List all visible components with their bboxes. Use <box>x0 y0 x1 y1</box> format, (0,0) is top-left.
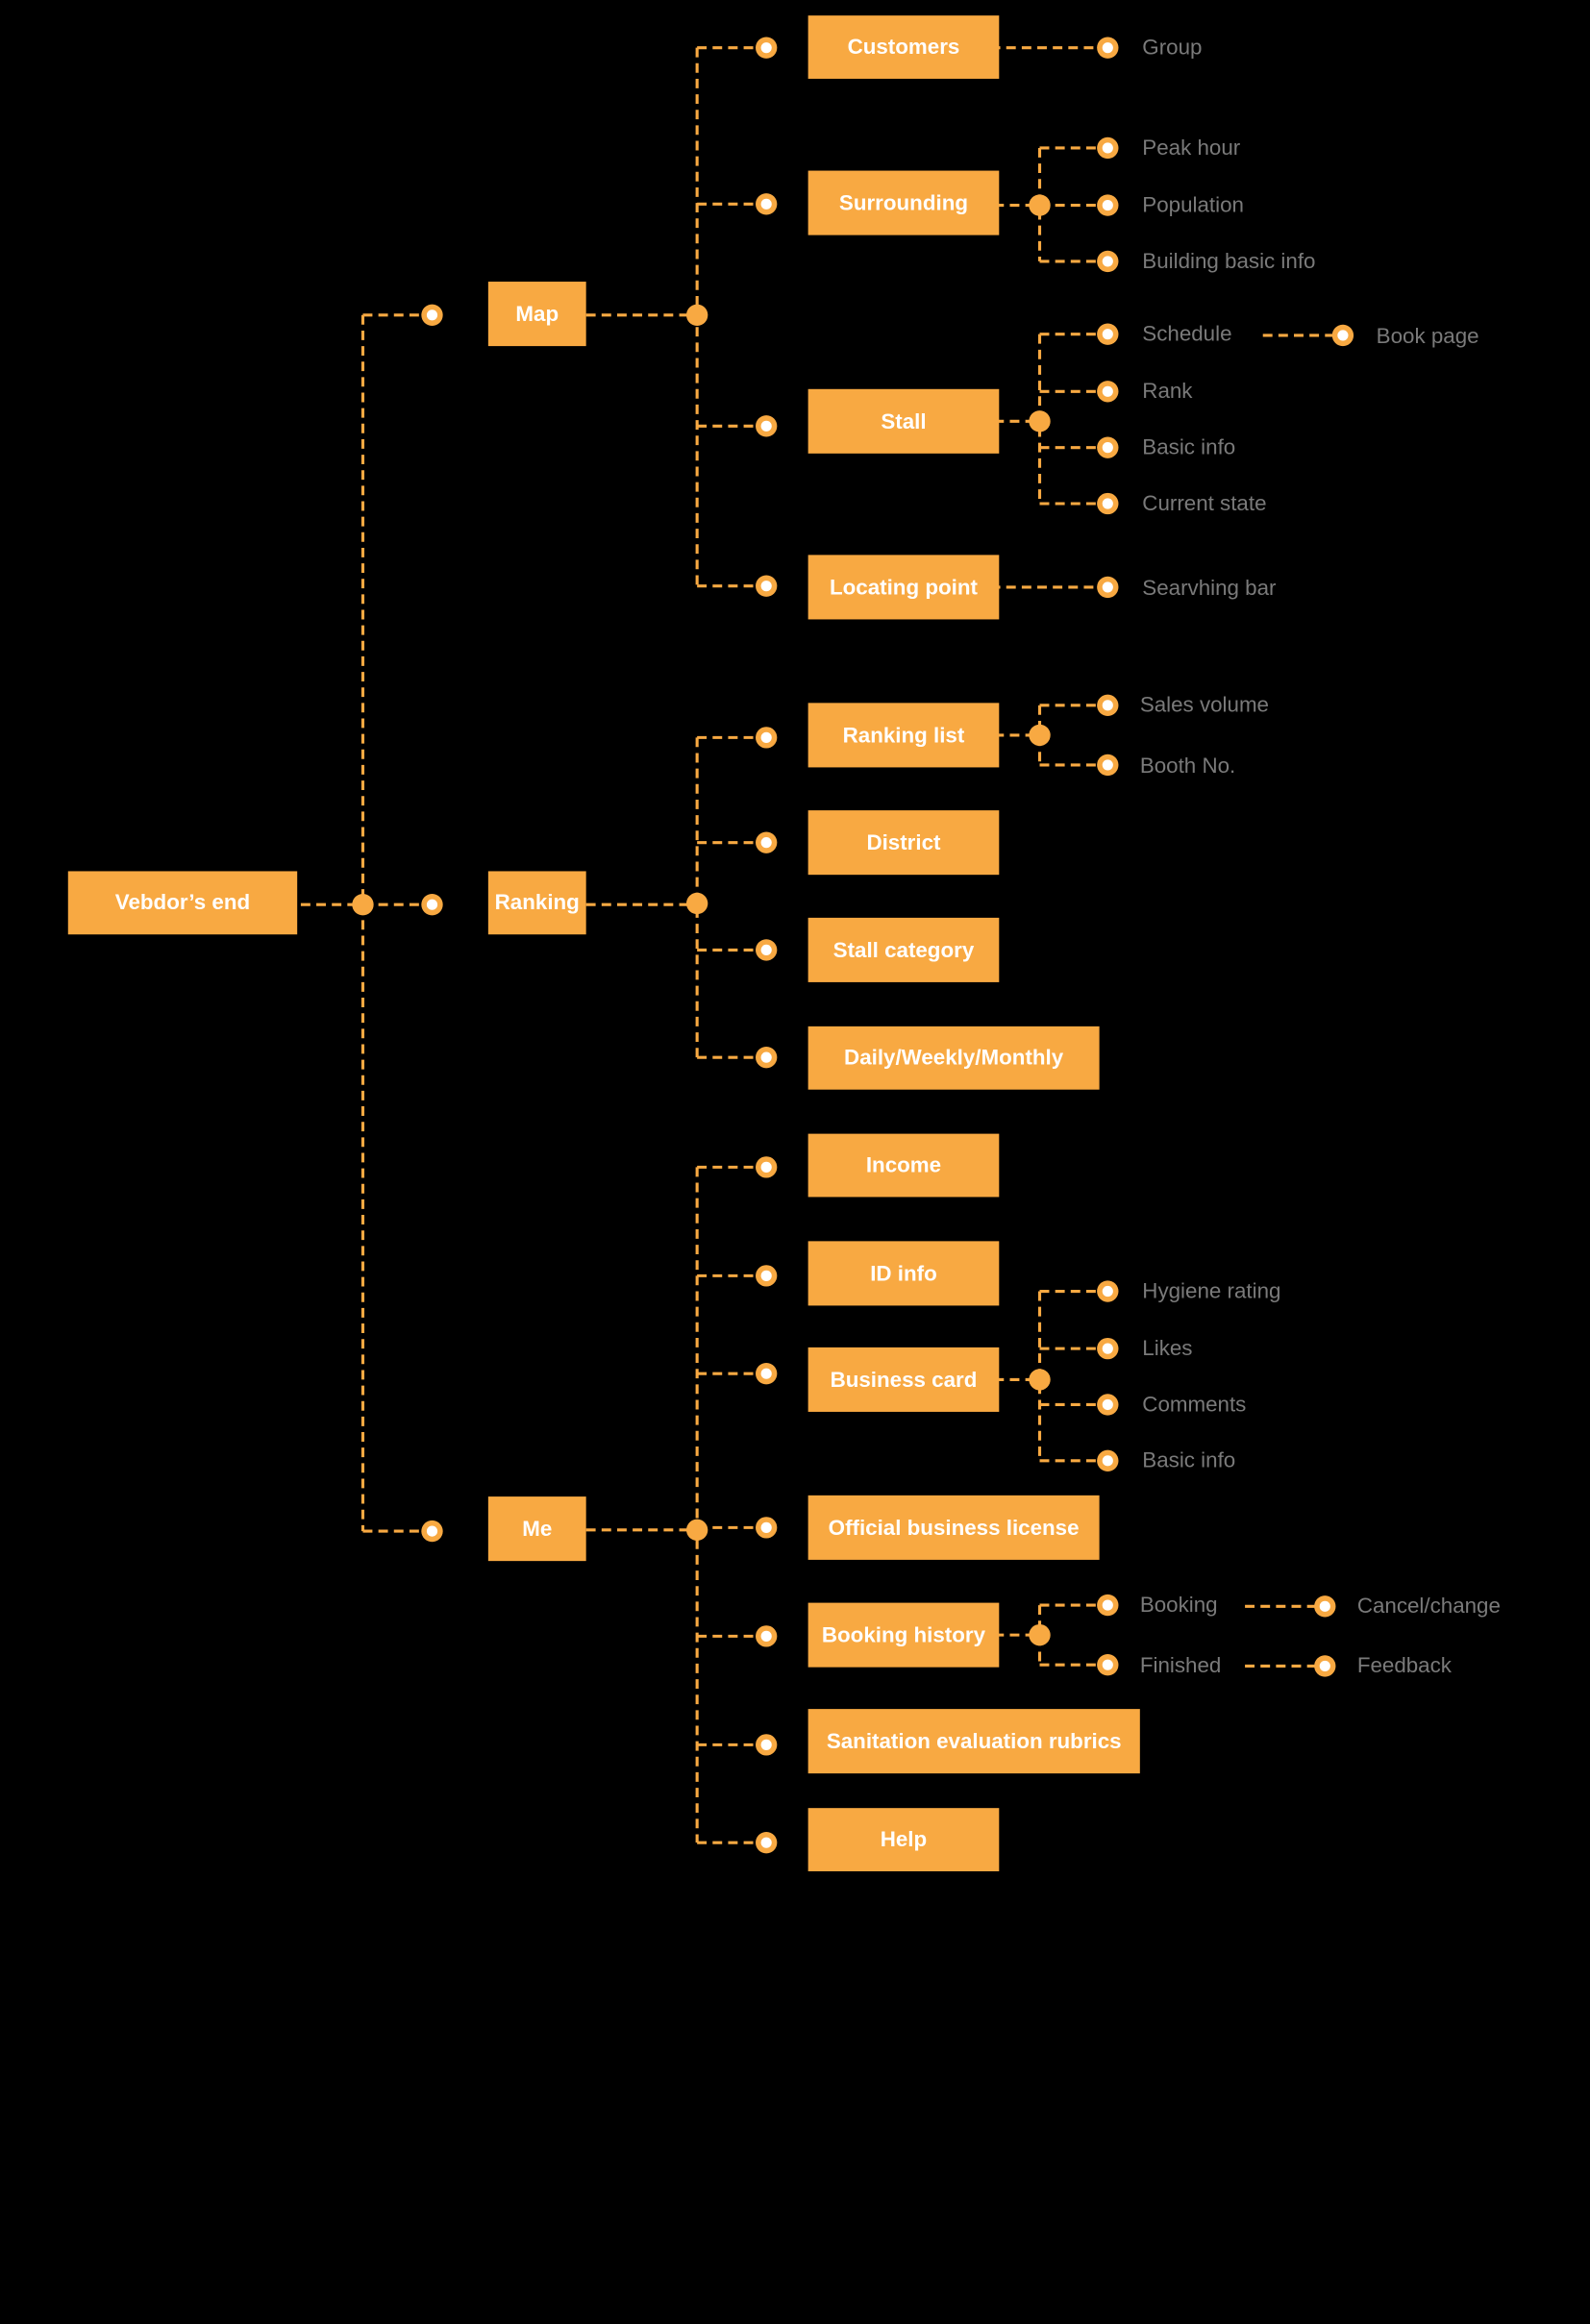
end-dot-business-card-1 <box>1097 1337 1119 1360</box>
end-dot-me-branch-6 <box>755 1832 778 1854</box>
end-dot-book-page <box>1331 324 1354 347</box>
line-rankinglist-branches <box>1039 704 1108 767</box>
node-ranking-list[interactable]: Ranking list <box>807 703 1000 768</box>
hub-me <box>685 1519 708 1542</box>
node-booking-history[interactable]: Booking history <box>807 1602 1000 1668</box>
node-surrounding[interactable]: Surrounding <box>807 170 1000 235</box>
end-dot-cancel-change <box>1314 1595 1336 1618</box>
end-dot-me-branch-1 <box>755 1265 778 1287</box>
leaf-cancel-change: Cancel/change <box>1356 1594 1501 1619</box>
hub-map <box>685 304 708 326</box>
node-id-info[interactable]: ID info <box>807 1241 1000 1306</box>
end-dot-me <box>421 1520 443 1543</box>
hub-root <box>352 894 374 916</box>
node-district[interactable]: District <box>807 810 1000 876</box>
hub-business-card <box>1029 1369 1051 1391</box>
hub-stall <box>1029 410 1051 433</box>
end-dot-ranking-branch-3 <box>755 1046 778 1069</box>
end-dot-business-card-3 <box>1097 1449 1119 1472</box>
leaf-stall-basic-info: Basic info <box>1142 434 1236 459</box>
node-business-card[interactable]: Business card <box>807 1347 1000 1412</box>
leaf-group: Group <box>1142 35 1203 60</box>
end-dot-stall-2 <box>1097 436 1119 458</box>
leaf-booth-no: Booth No. <box>1139 754 1236 778</box>
hub-surrounding <box>1029 194 1051 216</box>
end-dot-surrounding-1 <box>1097 194 1119 216</box>
leaf-hygiene-rating: Hygiene rating <box>1142 1278 1281 1303</box>
end-dot-stall-3 <box>1097 492 1119 515</box>
end-dot-ranking-branch-0 <box>755 727 778 749</box>
leaf-booking: Booking <box>1139 1593 1218 1617</box>
end-dot-map <box>421 304 443 326</box>
node-ranking[interactable]: Ranking <box>487 871 586 935</box>
line-map-branches <box>697 46 767 588</box>
node-daily-weekly-monthly[interactable]: Daily/Weekly/Monthly <box>807 1026 1100 1090</box>
root-node-vendors-end[interactable]: Vebdor’s end <box>67 871 298 935</box>
line-surrounding-branches <box>1039 146 1108 263</box>
leaf-feedback: Feedback <box>1356 1653 1452 1678</box>
node-help[interactable]: Help <box>807 1808 1000 1871</box>
end-dot-finished <box>1097 1653 1119 1676</box>
end-dot-business-card-0 <box>1097 1280 1119 1302</box>
end-dot-me-branch-3 <box>755 1517 778 1539</box>
line-booking-branches <box>1039 1603 1108 1667</box>
end-dot-me-branch-4 <box>755 1625 778 1647</box>
end-dot-searching-bar <box>1097 576 1119 599</box>
end-dot-map-branch-2 <box>755 415 778 437</box>
node-sanitation-evaluation-rubrics[interactable]: Sanitation evaluation rubrics <box>807 1709 1140 1774</box>
end-dot-me-branch-5 <box>755 1734 778 1756</box>
leaf-building-basic-info: Building basic info <box>1142 248 1316 273</box>
leaf-current-state: Current state <box>1142 490 1267 515</box>
hub-ranking <box>685 892 708 915</box>
hub-ranking-list <box>1029 724 1051 747</box>
leaf-searching-bar: Searvhing bar <box>1142 576 1277 600</box>
end-dot-map-branch-0 <box>755 37 778 59</box>
leaf-comments: Comments <box>1142 1392 1247 1417</box>
end-dot-surrounding-2 <box>1097 250 1119 273</box>
line-level1-branches <box>362 313 433 1533</box>
node-me[interactable]: Me <box>487 1496 586 1562</box>
end-dot-feedback <box>1314 1655 1336 1677</box>
end-dot-sales-volume <box>1097 694 1119 717</box>
end-dot-me-branch-2 <box>755 1363 778 1385</box>
end-dot-ranking <box>421 894 443 916</box>
leaf-card-basic-info: Basic info <box>1142 1447 1236 1472</box>
line-ranking-branches <box>697 735 767 1059</box>
end-dot-surrounding-0 <box>1097 136 1119 160</box>
leaf-schedule: Schedule <box>1142 321 1232 346</box>
node-official-business-license[interactable]: Official business license <box>807 1495 1100 1560</box>
end-dot-booth-no <box>1097 754 1119 777</box>
leaf-book-page: Book page <box>1376 324 1479 348</box>
node-stall[interactable]: Stall <box>807 388 1000 454</box>
end-dot-me-branch-0 <box>755 1156 778 1178</box>
hub-booking-history <box>1029 1623 1051 1646</box>
node-customers[interactable]: Customers <box>807 15 1000 79</box>
connector-lines <box>300 37 1354 1854</box>
node-locating-point[interactable]: Locating point <box>807 555 1000 620</box>
end-dot-map-branch-3 <box>755 575 778 597</box>
end-dot-stall-1 <box>1097 381 1119 403</box>
leaf-sales-volume: Sales volume <box>1139 692 1270 717</box>
line-me-branches <box>697 1165 767 1844</box>
leaf-peak-hour: Peak hour <box>1142 135 1241 160</box>
end-dot-map-branch-1 <box>755 193 778 215</box>
end-dot-booking <box>1097 1594 1119 1617</box>
node-map[interactable]: Map <box>487 282 586 347</box>
end-dot-ranking-branch-1 <box>755 831 778 853</box>
end-dot-ranking-branch-2 <box>755 939 778 961</box>
leaf-finished: Finished <box>1139 1653 1222 1678</box>
end-dot-group <box>1097 37 1119 59</box>
node-stall-category[interactable]: Stall category <box>807 917 1000 982</box>
leaf-rank: Rank <box>1142 379 1193 404</box>
line-businesscard-branches <box>1039 1289 1108 1463</box>
end-dot-business-card-2 <box>1097 1394 1119 1416</box>
leaf-likes: Likes <box>1142 1336 1193 1360</box>
line-stall-branches <box>1039 333 1108 506</box>
leaf-population: Population <box>1142 192 1244 217</box>
end-dot-stall-0 <box>1097 323 1119 345</box>
node-income[interactable]: Income <box>807 1133 1000 1198</box>
